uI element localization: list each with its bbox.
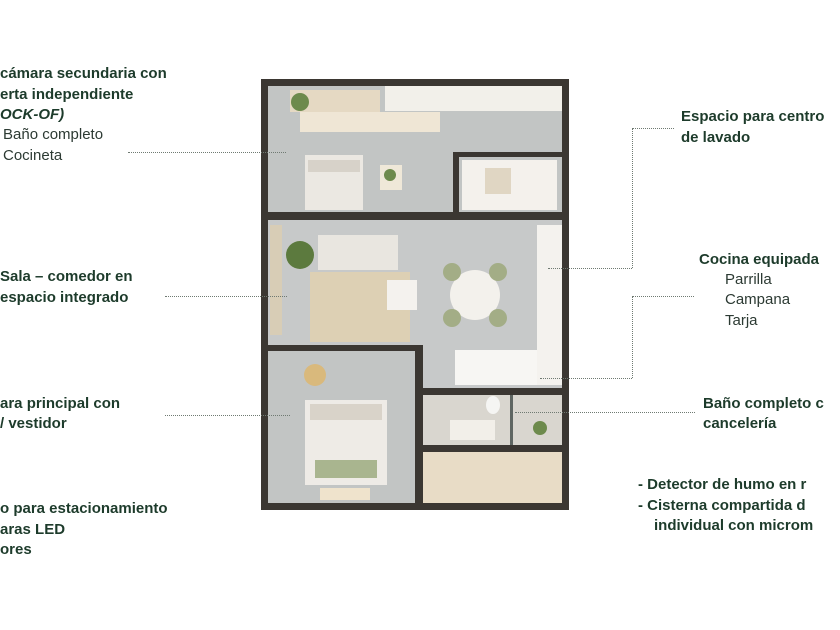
label-secondary-bedroom-item1: Baño completo: [3, 126, 104, 143]
counter-top: [290, 90, 380, 112]
leader-line: [632, 296, 694, 297]
label-features-line1: - Detector de humo en r: [638, 476, 807, 493]
wall: [423, 445, 562, 452]
label-kitchen-item1: Parrilla: [725, 271, 772, 288]
label-laundry-line1: Espacio para centro: [681, 108, 825, 125]
leader-line: [165, 415, 290, 416]
wall: [423, 388, 562, 395]
plant: [291, 93, 309, 111]
kitchen-island: [455, 350, 537, 385]
bed-bench: [315, 460, 377, 478]
label-main-bedroom-line2: / vestidor: [0, 415, 67, 432]
sofa: [318, 235, 398, 270]
label-features-line2: - Cisterna compartida d: [638, 497, 806, 514]
chair: [443, 309, 461, 327]
label-features-line3: individual con microm: [654, 517, 814, 534]
washer: [485, 168, 511, 194]
label-living-dining-line2: espacio integrado: [0, 289, 129, 306]
label-secondary-bedroom-line3: OCK-OF): [0, 106, 65, 123]
kitchen-counter-side: [537, 225, 562, 385]
wall: [453, 152, 562, 157]
leader-line: [128, 152, 286, 153]
pouf: [304, 364, 326, 386]
label-kitchen-title: Cocina equipada: [699, 251, 820, 268]
leader-line: [632, 128, 633, 268]
label-kitchen-item3: Tarja: [725, 312, 758, 329]
shower-glass: [510, 395, 513, 445]
leader-line: [165, 296, 287, 297]
leader-line: [515, 412, 695, 413]
wall: [268, 212, 562, 220]
shelf: [300, 112, 440, 132]
main-bed-pillow: [310, 404, 382, 420]
chair: [489, 263, 507, 281]
toilet: [486, 396, 500, 414]
plant: [286, 241, 314, 269]
label-bathroom-line2: cancelería: [703, 415, 777, 432]
bedroom-rug: [320, 488, 370, 500]
closet-floor: [423, 452, 562, 503]
wall: [415, 345, 423, 503]
dining-table: [450, 270, 500, 320]
label-kitchen-item2: Campana: [725, 291, 791, 308]
leader-line: [540, 378, 632, 379]
label-main-bedroom-line1: ara principal con: [0, 395, 121, 412]
leader-line: [632, 128, 674, 129]
chair: [443, 263, 461, 281]
kitchenette-counter: [385, 86, 562, 111]
label-parking-line3: ores: [0, 541, 32, 558]
secondary-bed-pillow: [308, 160, 360, 172]
plant: [384, 169, 396, 181]
label-laundry-line2: de lavado: [681, 129, 751, 146]
leader-line: [632, 296, 633, 378]
vanity: [450, 420, 495, 440]
plant: [533, 421, 547, 435]
wall: [268, 345, 418, 351]
label-secondary-bedroom-line2: erta independiente: [0, 86, 134, 103]
wall: [453, 152, 459, 212]
chair: [489, 309, 507, 327]
label-parking-line1: o para estacionamiento: [0, 500, 168, 517]
label-secondary-bedroom-line1: cámara secundaria con: [0, 65, 167, 82]
leader-line: [548, 268, 632, 269]
label-parking-line2: aras LED: [0, 521, 66, 538]
armchair: [387, 280, 417, 310]
label-living-dining-line1: Sala – comedor en: [0, 268, 133, 285]
label-secondary-bedroom-item2: Cocineta: [3, 147, 63, 164]
label-bathroom-line1: Baño completo c: [703, 395, 824, 412]
tv-unit: [270, 225, 282, 335]
